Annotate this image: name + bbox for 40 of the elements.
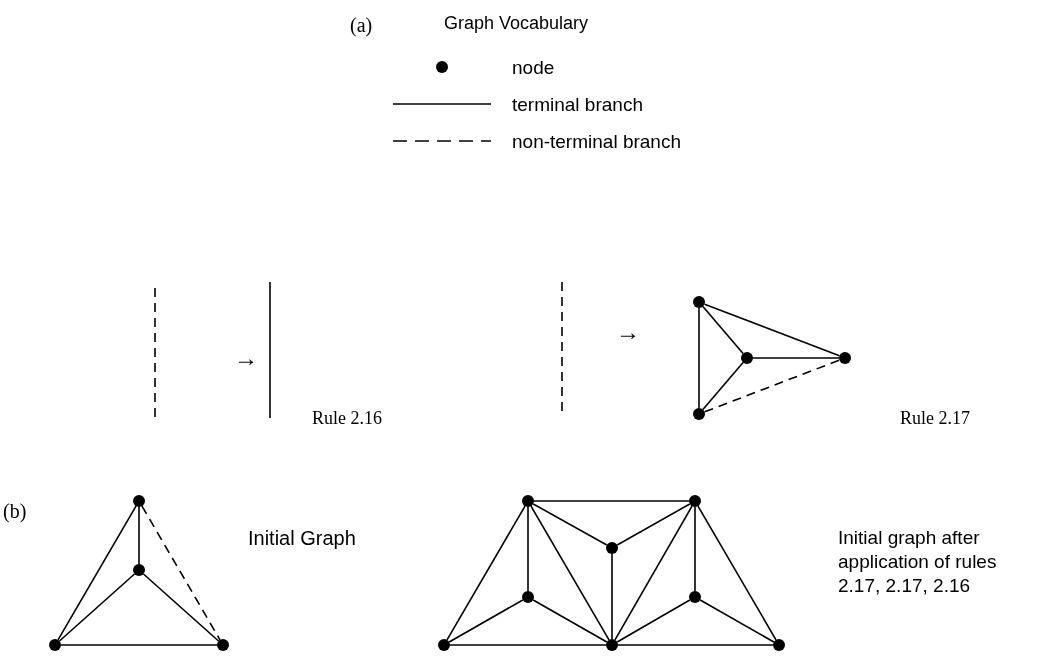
terminal-branch bbox=[616, 503, 691, 546]
non-terminal-branch bbox=[141, 505, 221, 641]
terminal-branch bbox=[57, 505, 137, 641]
terminal-branch bbox=[449, 644, 607, 646]
terminal-branch bbox=[533, 500, 690, 502]
non-terminal-branch bbox=[703, 359, 841, 413]
terminal-branch bbox=[138, 506, 140, 565]
terminal-branch bbox=[142, 573, 220, 642]
terminal-branch bbox=[703, 303, 841, 357]
panel-label: (b) bbox=[3, 499, 28, 525]
terminal-branch bbox=[702, 305, 744, 355]
terminal-branch bbox=[699, 599, 775, 643]
terminal-branch bbox=[60, 644, 218, 646]
graph-caption: Initial graph after application of rules 2.17, 2.17, 2.16 bbox=[838, 526, 998, 598]
rewrite-arrow: → bbox=[616, 318, 641, 347]
terminal-branch bbox=[752, 357, 840, 359]
rule-label: Rule 2.16 bbox=[312, 407, 383, 430]
terminal-branch bbox=[702, 361, 744, 411]
terminal-branch bbox=[697, 505, 777, 641]
terminal-branch bbox=[694, 506, 696, 592]
legend-text: non-terminal branch bbox=[512, 130, 681, 154]
graph-caption: Initial Graph bbox=[248, 526, 357, 551]
terminal-branch bbox=[616, 599, 691, 643]
rule-label: Rule 2.17 bbox=[900, 407, 971, 430]
terminal-branch bbox=[698, 307, 700, 409]
rewrite-arrow: → bbox=[234, 344, 259, 373]
terminal-branch bbox=[446, 505, 526, 641]
legend-text: terminal branch bbox=[512, 93, 643, 117]
terminal-branch bbox=[527, 506, 529, 592]
legend-title: Graph Vocabulary bbox=[444, 12, 590, 35]
terminal-branch bbox=[58, 573, 136, 642]
legend-text: node bbox=[512, 56, 555, 80]
terminal-branch bbox=[614, 505, 693, 641]
terminal-branch bbox=[530, 505, 610, 641]
terminal-branch bbox=[532, 599, 608, 643]
terminal-branch bbox=[611, 553, 613, 640]
panel-label: (a) bbox=[350, 13, 374, 39]
terminal-branch bbox=[617, 644, 774, 646]
terminal-branch bbox=[532, 503, 608, 546]
terminal-branch bbox=[448, 599, 524, 643]
